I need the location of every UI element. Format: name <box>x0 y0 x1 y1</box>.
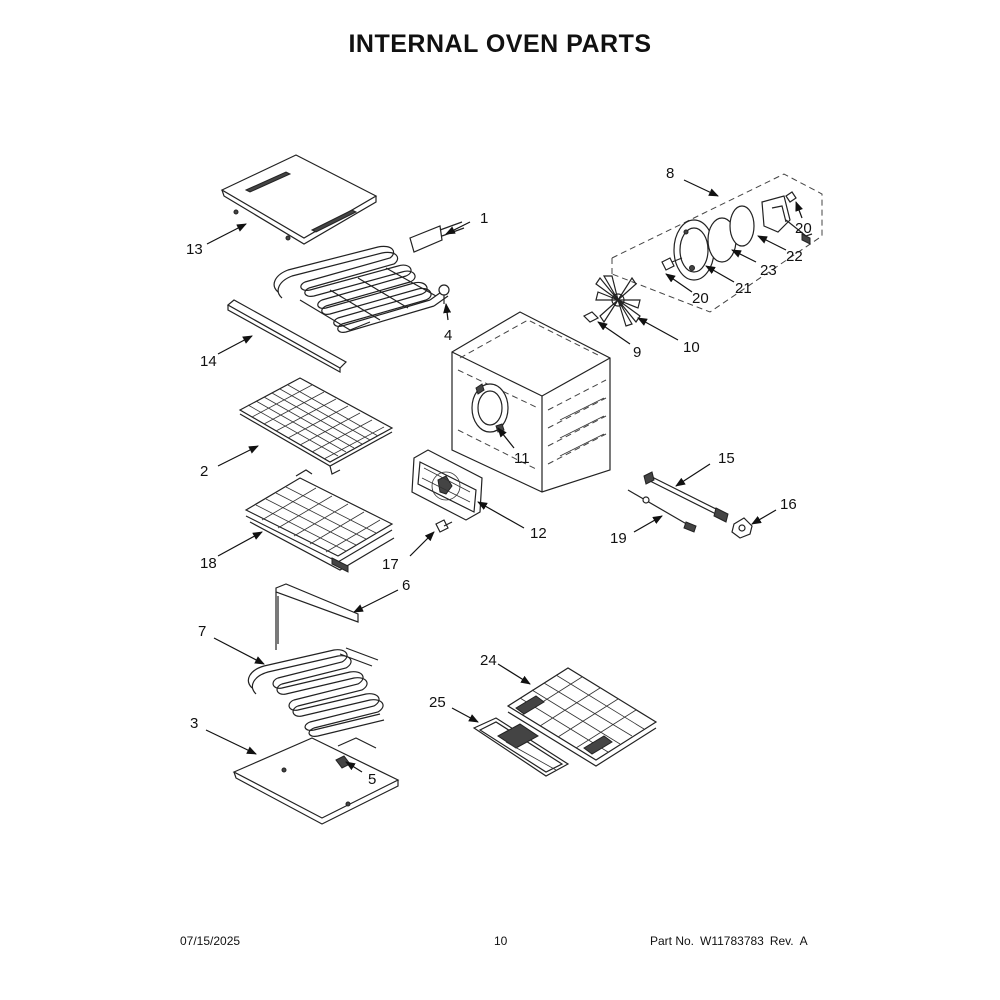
callout-14: 14 <box>200 353 217 370</box>
part-16-nut <box>731 517 753 539</box>
part-21-motor-plate <box>673 219 715 281</box>
callout-13: 13 <box>186 241 203 258</box>
footer-part-info: Part No. W11783783 Rev. A <box>650 934 814 948</box>
part-12-fan-cover <box>411 449 483 521</box>
part-8-convection-assembly <box>611 173 823 313</box>
callout-8: 8 <box>666 165 674 182</box>
callout-7: 7 <box>198 623 206 640</box>
part-1-broil-element <box>273 221 465 333</box>
callout-11: 11 <box>514 450 530 467</box>
part-11-fan-ring <box>471 383 509 433</box>
callout-17: 17 <box>382 556 399 573</box>
part-13-top-plate <box>220 154 378 245</box>
callout-10: 10 <box>683 339 700 356</box>
rev-label: Rev. <box>769 934 794 948</box>
footer-date: 07/15/2025 <box>180 934 241 948</box>
callout-21: 21 <box>735 280 752 297</box>
callout-22: 22 <box>786 248 803 265</box>
callout-24: 24 <box>480 652 497 669</box>
callout-arrows <box>205 179 803 773</box>
part-20-screw-top <box>785 191 797 203</box>
part-22-motor <box>761 195 813 245</box>
callout-3: 3 <box>190 715 198 732</box>
part-23b-gasket-disc <box>729 205 755 247</box>
callout-2: 2 <box>200 463 208 480</box>
part-10-fan-blade <box>595 275 641 327</box>
callout-16: 16 <box>780 496 797 513</box>
part-7-bake-element <box>247 647 385 737</box>
part-3-bottom-plate <box>232 737 400 825</box>
callout-18: 18 <box>200 555 217 572</box>
callout-12: 12 <box>530 525 547 542</box>
part-6-heat-shield <box>275 583 359 650</box>
callout-20-top: 20 <box>795 220 812 237</box>
part-18-sliding-rack <box>244 469 395 573</box>
part-label: Part No. <box>650 934 695 948</box>
callout-20-left: 20 <box>692 290 709 307</box>
callout-15: 15 <box>718 450 735 467</box>
part-14-bracket <box>226 299 347 374</box>
part-24-rack-divider <box>506 667 658 767</box>
callout-6: 6 <box>402 577 410 594</box>
part-9-nut <box>582 311 600 323</box>
callout-5: 5 <box>368 771 376 788</box>
part-number: W11783783 <box>700 934 764 948</box>
rev-value: A <box>799 934 808 948</box>
part-17-screw <box>435 519 453 533</box>
part-19-sensor-wire <box>627 489 697 533</box>
callout-4: 4 <box>444 327 452 344</box>
part-25-drip-tray <box>472 717 570 777</box>
callout-23: 23 <box>760 262 777 279</box>
part-15-temp-sensor <box>643 471 729 523</box>
callout-19: 19 <box>610 530 627 547</box>
part-4-screw <box>438 284 450 304</box>
oven-cavity-assembly <box>451 311 611 493</box>
footer-page-number: 10 <box>494 934 508 948</box>
part-20-screw-left <box>661 257 683 271</box>
callout-1: 1 <box>480 210 488 227</box>
callout-25: 25 <box>429 694 446 711</box>
part-2-oven-rack <box>238 377 394 475</box>
callout-9: 9 <box>633 344 641 361</box>
page-title: INTERNAL OVEN PARTS <box>348 30 652 58</box>
